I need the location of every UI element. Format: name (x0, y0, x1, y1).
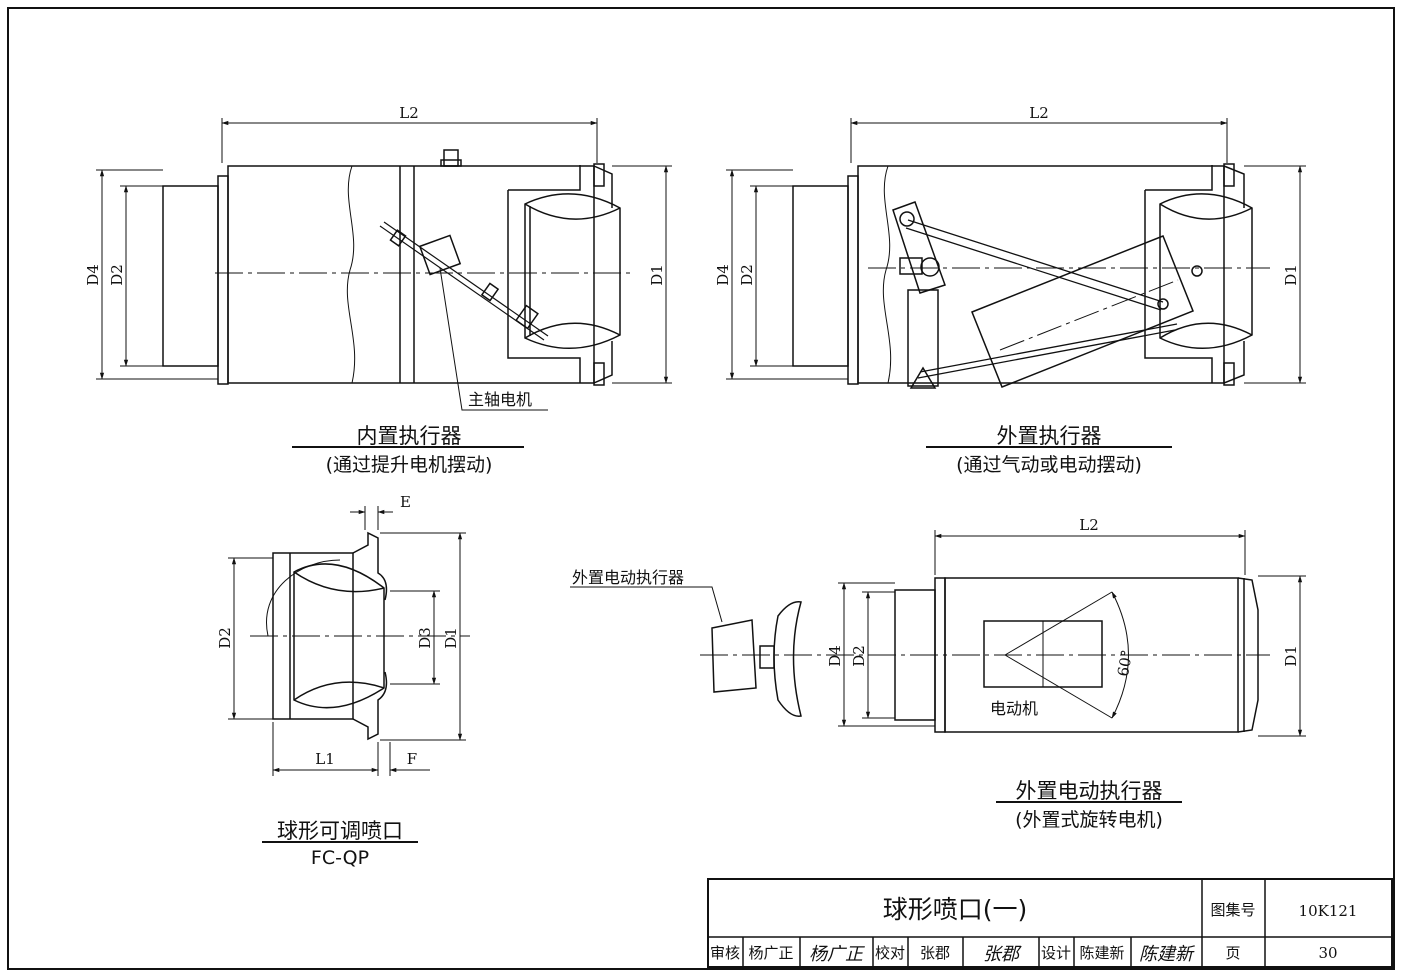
internal-d2-label: D2 (108, 264, 126, 286)
internal-l2-label: L2 (399, 104, 419, 122)
atlas-number: 10K121 (1299, 902, 1358, 920)
angle-label: 60° (1114, 648, 1136, 677)
nozzle-d3-label: D3 (416, 627, 434, 649)
external-d4-label: D4 (714, 264, 732, 286)
design-label: 设计 (1041, 944, 1071, 962)
nozzle-e-label: E (400, 493, 411, 511)
nozzle-d2-label: D2 (216, 627, 234, 649)
nozzle-f-label: F (407, 750, 417, 768)
checker-name: 张郡 (920, 944, 950, 962)
page-number: 30 (1318, 944, 1337, 962)
electric-l2-label: L2 (1079, 516, 1099, 534)
nozzle-l1-label: L1 (315, 750, 335, 768)
designer-name: 陈建新 (1079, 944, 1124, 962)
reviewer-signature: 杨广正 (809, 944, 865, 965)
review-label: 审核 (710, 944, 740, 962)
atlas-label: 图集号 (1210, 901, 1255, 919)
electric-caption: 外置电动执行器 (1016, 779, 1163, 803)
electric-d4-label: D4 (826, 645, 844, 667)
external-caption: 外置执行器 (997, 424, 1102, 448)
external-d2-label: D2 (738, 264, 756, 286)
spindle-motor-label: 主轴电机 (468, 390, 532, 409)
internal-d4-label: D4 (84, 264, 102, 286)
nozzle-d1-label: D1 (442, 627, 460, 649)
nozzle-model: FC-QP (311, 847, 369, 869)
electric-subcaption: (外置式旋转电机) (1015, 809, 1163, 831)
electric-actuator-label: 外置电动执行器 (572, 568, 684, 587)
motor-label: 电动机 (990, 699, 1038, 718)
external-l2-label: L2 (1029, 104, 1049, 122)
electric-d2-label: D2 (850, 645, 868, 667)
electric-actuator-view (570, 530, 1306, 803)
checker-signature: 张郡 (983, 944, 1022, 965)
nozzle-caption: 球形可调喷口 (277, 819, 403, 843)
page-label: 页 (1225, 944, 1240, 962)
internal-subcaption: (通过提升电机摆动) (326, 454, 493, 476)
internal-caption: 内置执行器 (357, 424, 462, 448)
external-subcaption: (通过气动或电动摆动) (956, 454, 1142, 476)
designer-signature: 陈建新 (1139, 944, 1196, 965)
title-block (707, 878, 1393, 968)
drawing-title: 球形喷口(一) (883, 895, 1028, 924)
check-label: 校对 (875, 944, 905, 962)
reviewer-name: 杨广正 (748, 944, 793, 962)
external-d1-label: D1 (1282, 264, 1300, 286)
sheet-border (7, 7, 1395, 970)
internal-d1-label: D1 (648, 264, 666, 286)
internal-actuator-view (96, 118, 672, 448)
electric-d1-label: D1 (1282, 645, 1300, 667)
nozzle-view (228, 506, 470, 843)
external-actuator-view (726, 118, 1306, 448)
